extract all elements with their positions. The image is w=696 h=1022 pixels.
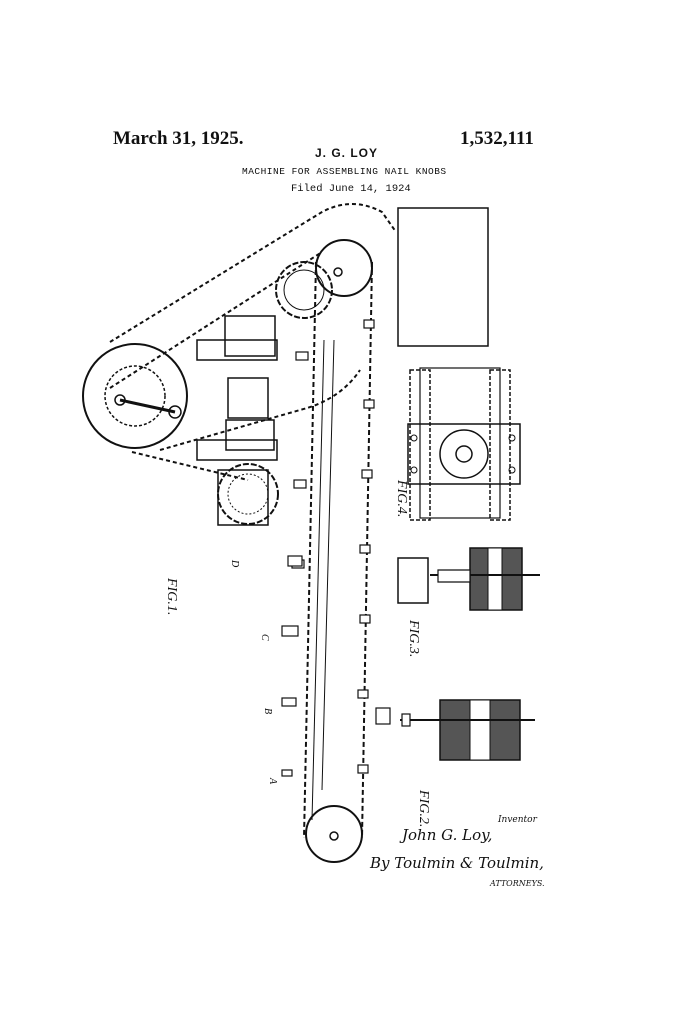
- station-d-label: D: [229, 559, 240, 568]
- attorneys-label: ATTORNEYS.: [489, 879, 545, 888]
- fig4-label: FIG.4.: [394, 479, 409, 517]
- sprocket-35: [218, 464, 278, 524]
- fig4-drawing: [408, 368, 520, 520]
- upper-drive-chain: [110, 204, 396, 480]
- motor-box: [398, 208, 488, 346]
- inventor-signature: John G. Loy,: [399, 826, 492, 844]
- fig2-drawing: [400, 700, 535, 760]
- fig1-label: FIG.1.: [164, 577, 179, 615]
- station-c-label: C: [259, 634, 270, 641]
- fig2-label: FIG.2.: [416, 789, 431, 827]
- station-b-label: B: [262, 708, 273, 714]
- fig3-label: FIG.3.: [406, 619, 421, 657]
- sprocket-30: [276, 262, 332, 318]
- station-parts: [282, 556, 390, 776]
- drive-pulley: [83, 344, 187, 448]
- attorney-signature: By Toulmin & Toulmin,: [369, 854, 544, 872]
- fig3-drawing: [398, 548, 540, 610]
- station-a-label: A: [267, 777, 278, 785]
- inventor-role: Inventor: [497, 815, 538, 825]
- hopper-assembly: [197, 316, 277, 525]
